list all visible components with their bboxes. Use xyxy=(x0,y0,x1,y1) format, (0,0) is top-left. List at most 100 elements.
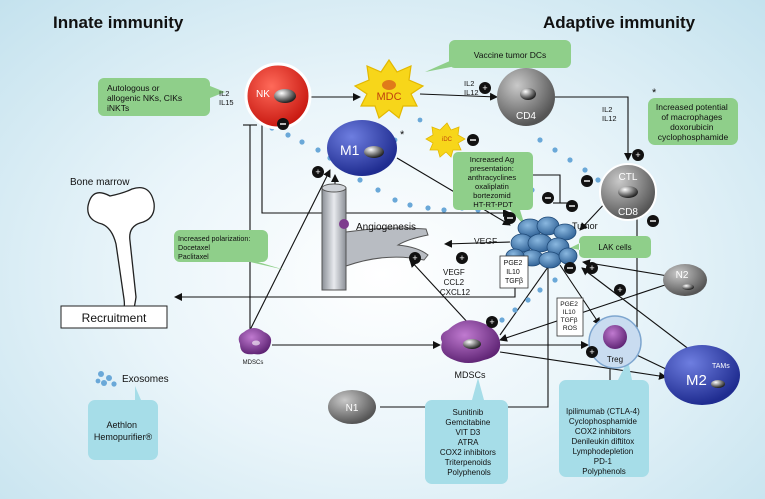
n2-tumor-arrow xyxy=(582,259,669,277)
tumor-cluster: Tumor VEGF xyxy=(474,216,598,269)
mdc-cell: MDC xyxy=(353,58,425,120)
angiogenesis-label: Angiogenesis xyxy=(356,222,416,233)
plus-icon: + xyxy=(312,166,324,178)
mdsc-drug-3: VIT D3 xyxy=(456,428,481,437)
suppress1-line-3: TGFβ xyxy=(505,278,523,285)
n2-mdsc-arrow xyxy=(499,283,669,342)
nk-tumor-arrow xyxy=(261,123,511,217)
nk-label: NK xyxy=(256,89,270,100)
suppress2-line-1: PGE2 xyxy=(560,301,578,308)
treg-drug-6: PD-1 xyxy=(594,457,613,466)
polarization-line-3: Paclitaxel xyxy=(178,252,209,261)
cd8-label: CD8 xyxy=(618,207,638,218)
ag-line-5: bortezomid xyxy=(473,191,511,200)
aethlon-name: Aethlon xyxy=(106,420,137,430)
treg-drug-4: Denileukin diftitox xyxy=(572,437,635,446)
mdc-cd4-arrow xyxy=(419,92,498,101)
tumor-cells xyxy=(505,216,578,269)
suppress-box-2-text: PGE2 IL10 TGFβ ROS xyxy=(560,301,579,332)
treg-cell: Treg xyxy=(588,315,642,369)
bone-marrow-label: Bone marrow xyxy=(70,177,130,188)
tumor-label: Tumor xyxy=(572,221,598,231)
svg-text:+: + xyxy=(459,253,464,263)
treg-label: Treg xyxy=(607,355,623,364)
cd4-ctl-arrow xyxy=(555,96,632,161)
plus-icon: + xyxy=(586,262,598,274)
tams-label: TAMs xyxy=(712,363,730,370)
callout-polarization: Increased polarization: Docetaxel Paclit… xyxy=(174,230,285,270)
callout-aethlon-text: Aethlon Hemopurifier® xyxy=(94,420,153,442)
polarization-line-2: Docetaxel xyxy=(178,243,210,252)
svg-text:+: + xyxy=(589,347,594,357)
callout-ag-presentation: Increased Ag presentation: anthracycline… xyxy=(453,152,533,226)
ag-line-4: oxaliplatin xyxy=(475,182,509,191)
chemokine-line-1: VEGF xyxy=(443,268,465,277)
callout-treg-drugs: Ipilimumab (CTLA-4) Cyclophosphamide COX… xyxy=(559,360,649,477)
callout-macrophages-text: Increased potential of macrophages doxor… xyxy=(656,102,730,142)
plus-icon: + xyxy=(614,284,626,296)
svg-text:+: + xyxy=(315,167,320,177)
plus-icon: + xyxy=(586,346,598,358)
m2-tumor-arrow xyxy=(581,267,691,351)
recruitment-box: Recruitment xyxy=(60,305,168,329)
mdsc-drug-1: Sunitinib xyxy=(453,408,484,417)
recruitment-label: Recruitment xyxy=(82,311,147,325)
mdsc-small-label: MDSCs xyxy=(243,360,264,366)
mdsc-drug-7: Polyphenols xyxy=(447,468,491,477)
right-star: * xyxy=(652,87,657,99)
cd4-il12-label: IL12 xyxy=(464,88,479,97)
nk-therapy-line-1: Autologous or xyxy=(107,83,160,93)
minus-icon xyxy=(277,118,289,130)
svg-text:+: + xyxy=(482,83,487,93)
tumor-angio-arrow xyxy=(444,239,511,248)
suppress2-line-4: ROS xyxy=(563,325,578,332)
macrophages-line-2: of macrophages xyxy=(661,112,722,122)
n2-cell: N2 xyxy=(663,264,707,296)
innate-heading: Innate immunity xyxy=(53,13,184,32)
ag-line-3: anthracyclines xyxy=(468,173,517,182)
stimulation-markers: + + + + + + + + + xyxy=(277,82,659,358)
m2-label: M2 xyxy=(686,372,707,389)
plus-icon: + xyxy=(486,316,498,328)
minus-icon xyxy=(581,175,593,187)
idc-label: iDC xyxy=(442,137,453,143)
callout-mdsc-drugs: Sunitinib Gemcitabine VIT D3 ATRA COX2 i… xyxy=(425,378,508,484)
minus-icon xyxy=(647,215,659,227)
ctl-inhibit-bracket xyxy=(530,174,561,203)
mdsc-big-label: MDSCs xyxy=(455,370,486,380)
plus-icon: + xyxy=(456,252,468,264)
adaptive-heading: Adaptive immunity xyxy=(543,13,696,32)
n1-cell: N1 xyxy=(328,390,376,424)
exosomes-label: Exosomes xyxy=(122,374,169,385)
nk-therapy-line-3: iNKTs xyxy=(107,103,129,113)
nk-il2-label: IL2 xyxy=(219,89,229,98)
ag-line-6: HT-RT-PDT xyxy=(473,200,513,209)
plus-icon: + xyxy=(409,252,421,264)
suppress2-line-3: TGFβ xyxy=(561,317,578,324)
minus-icon xyxy=(566,200,578,212)
mdsc-m2-arrow xyxy=(499,351,667,380)
callout-lak: LAK cells xyxy=(570,236,651,258)
callout-ag-text: Increased Ag presentation: anthracycline… xyxy=(468,155,519,209)
cd4-label: CD4 xyxy=(516,111,536,122)
mdsc-drug-4: ATRA xyxy=(458,438,479,447)
tumor-treg-arrow xyxy=(559,264,601,326)
m1-cell: M1 * xyxy=(327,120,405,176)
svg-text:+: + xyxy=(589,263,594,273)
n1-label: N1 xyxy=(346,403,359,414)
n2-label: N2 xyxy=(676,270,689,281)
nk-cell: NK IL2 IL15 xyxy=(219,62,312,130)
callout-vaccine-text: Vaccine tumor DCs xyxy=(474,50,547,60)
treg-drug-5: Lymphodepletion xyxy=(573,447,634,456)
ag-line-1: Increased Ag xyxy=(470,155,514,164)
mdsc-small-cell: MDSCs xyxy=(238,328,272,366)
chemokine-line-2: CCL2 xyxy=(444,278,465,287)
m1-star: * xyxy=(400,129,405,141)
m2-cell: M2 TAMs xyxy=(664,345,740,405)
treg-drug-3: COX2 inhibitors xyxy=(575,427,631,436)
treg-drug-1: Ipilimumab (CTLA-4) xyxy=(566,407,640,416)
macrophages-line-3: doxorubicin xyxy=(670,122,714,132)
aethlon-product: Hemopurifier® xyxy=(94,432,153,442)
exosomes: Exosomes xyxy=(95,371,169,387)
suppress1-line-2: IL10 xyxy=(506,269,520,276)
